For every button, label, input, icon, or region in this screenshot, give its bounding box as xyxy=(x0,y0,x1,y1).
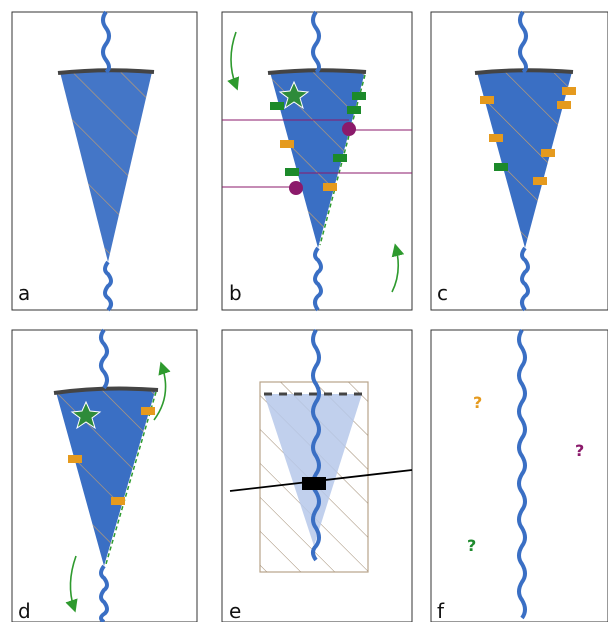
wedge-hatching xyxy=(270,72,365,248)
panel-label-d: d xyxy=(18,599,31,622)
purple-sample-dot xyxy=(342,122,356,136)
wedge-top-surface xyxy=(53,386,159,395)
migration-arrow xyxy=(391,243,405,293)
river-channel xyxy=(517,328,527,620)
panel-label-e: e xyxy=(229,599,241,622)
panel-e: e xyxy=(221,328,413,622)
river-channel-lower xyxy=(103,260,113,312)
panel-label-c: c xyxy=(437,281,448,305)
star-marker xyxy=(70,400,102,430)
green-marker xyxy=(270,102,284,110)
green-marker xyxy=(285,168,299,176)
green-marker xyxy=(333,154,347,162)
orange-marker xyxy=(480,96,494,104)
panel-label-b: b xyxy=(229,281,242,305)
river-channel-lower xyxy=(99,564,109,622)
wedge-hatching xyxy=(60,72,152,262)
wedge-hatching xyxy=(56,388,156,566)
panel-d: d xyxy=(11,328,198,622)
question-mark-orange: ? xyxy=(473,393,482,412)
wedge-hatching xyxy=(477,72,572,248)
faded-wedge xyxy=(264,394,362,546)
migration-arrow xyxy=(153,361,171,421)
question-mark-purple: ? xyxy=(575,441,584,460)
green-marker xyxy=(352,92,366,100)
river-channel xyxy=(311,328,321,562)
panel-b: b xyxy=(221,10,413,312)
migration-arrow xyxy=(227,31,240,91)
orange-marker xyxy=(141,407,155,415)
river-channel xyxy=(99,328,109,390)
orange-marker xyxy=(323,183,337,191)
orange-marker xyxy=(489,134,503,142)
panel-label-f: f xyxy=(437,599,445,622)
panel-a: a xyxy=(11,10,198,312)
shifted-boundary-dashed xyxy=(105,391,157,565)
river-channel xyxy=(311,10,321,74)
orange-marker xyxy=(557,101,571,109)
river-channel-lower xyxy=(520,246,530,312)
river-channel xyxy=(518,10,528,74)
orange-marker xyxy=(533,177,547,185)
transect-marker xyxy=(302,477,326,490)
green-marker xyxy=(347,106,361,114)
question-mark-green: ? xyxy=(467,536,476,555)
migration-arrow xyxy=(65,555,78,613)
orange-marker xyxy=(280,140,294,148)
orange-marker xyxy=(111,497,125,505)
orange-marker xyxy=(68,455,82,463)
panel-f: ? ? ? f xyxy=(430,328,608,622)
green-marker xyxy=(494,163,508,171)
panel-label-a: a xyxy=(18,281,30,305)
river-channel-lower xyxy=(313,246,323,312)
orange-marker xyxy=(562,87,576,95)
purple-sample-dot xyxy=(289,181,303,195)
river-channel xyxy=(101,10,111,74)
panel-c: c xyxy=(430,10,608,312)
star-marker xyxy=(278,80,310,110)
orange-marker xyxy=(541,149,555,157)
